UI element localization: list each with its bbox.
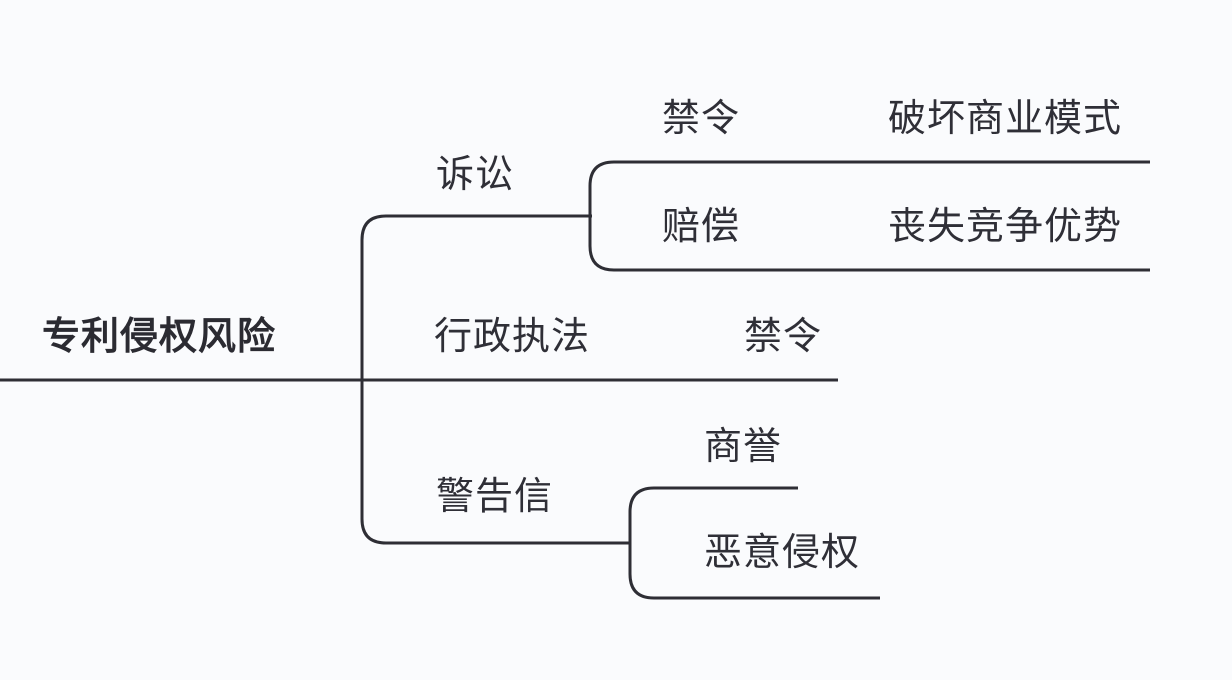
business-model-effect-label: 破坏商业模式 <box>888 96 1123 140</box>
administrative-injunction-label: 禁令 <box>744 314 823 358</box>
litigation-node-label: 诉讼 <box>436 152 515 196</box>
litigation-sub-connector <box>588 160 1150 272</box>
root-node-label: 专利侵权风险 <box>42 314 277 358</box>
warning-letter-node-label: 警告信 <box>436 474 554 518</box>
compensation-node-label: 赔偿 <box>662 204 741 248</box>
warning-letter-sub-connector <box>628 486 880 600</box>
goodwill-node-label: 商誉 <box>704 424 783 468</box>
injunction-node-label: 禁令 <box>662 96 741 140</box>
competitive-advantage-effect-label: 丧失竞争优势 <box>888 204 1123 248</box>
administrative-node-label: 行政执法 <box>434 314 591 358</box>
willful-infringement-node-label: 恶意侵权 <box>704 530 861 574</box>
